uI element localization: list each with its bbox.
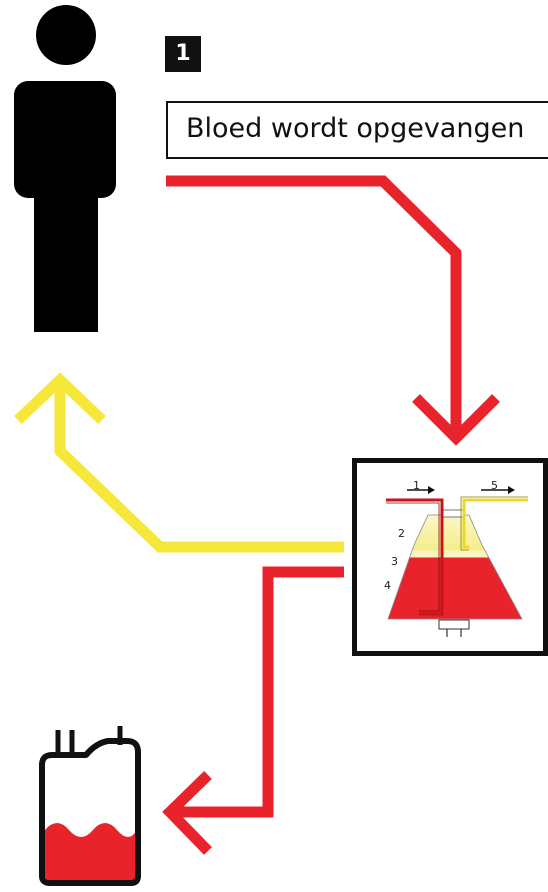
centrifuge-bowl [387,514,523,620]
blood-flow-arrow-to-centrifuge [166,175,500,446]
blood-collection-bag-icon [39,726,141,886]
label-layer-3: 3 [391,555,398,568]
step-caption: Bloed wordt opgevangen [186,113,525,144]
inflow-arrow [407,486,435,494]
label-outflow: 5 [491,479,498,492]
step-caption-box: Bloed wordt opgevangen [166,101,548,159]
step-number-badge: 1 [165,36,201,72]
centrifuge-frame: 1 2 3 4 5 [352,458,548,656]
plasma-return-arrow [14,372,344,553]
person-icon [14,5,116,332]
outflow-tube [462,498,528,549]
label-inflow: 1 [413,479,420,492]
centrifuge-bowl-icon: 1 2 3 4 5 [384,479,528,637]
blood-flow-arrow-to-bag [162,566,344,855]
inflow-tube [386,498,444,616]
label-layer-4: 4 [384,579,391,592]
label-layer-2: 2 [398,527,405,540]
outflow-arrow [481,486,515,494]
